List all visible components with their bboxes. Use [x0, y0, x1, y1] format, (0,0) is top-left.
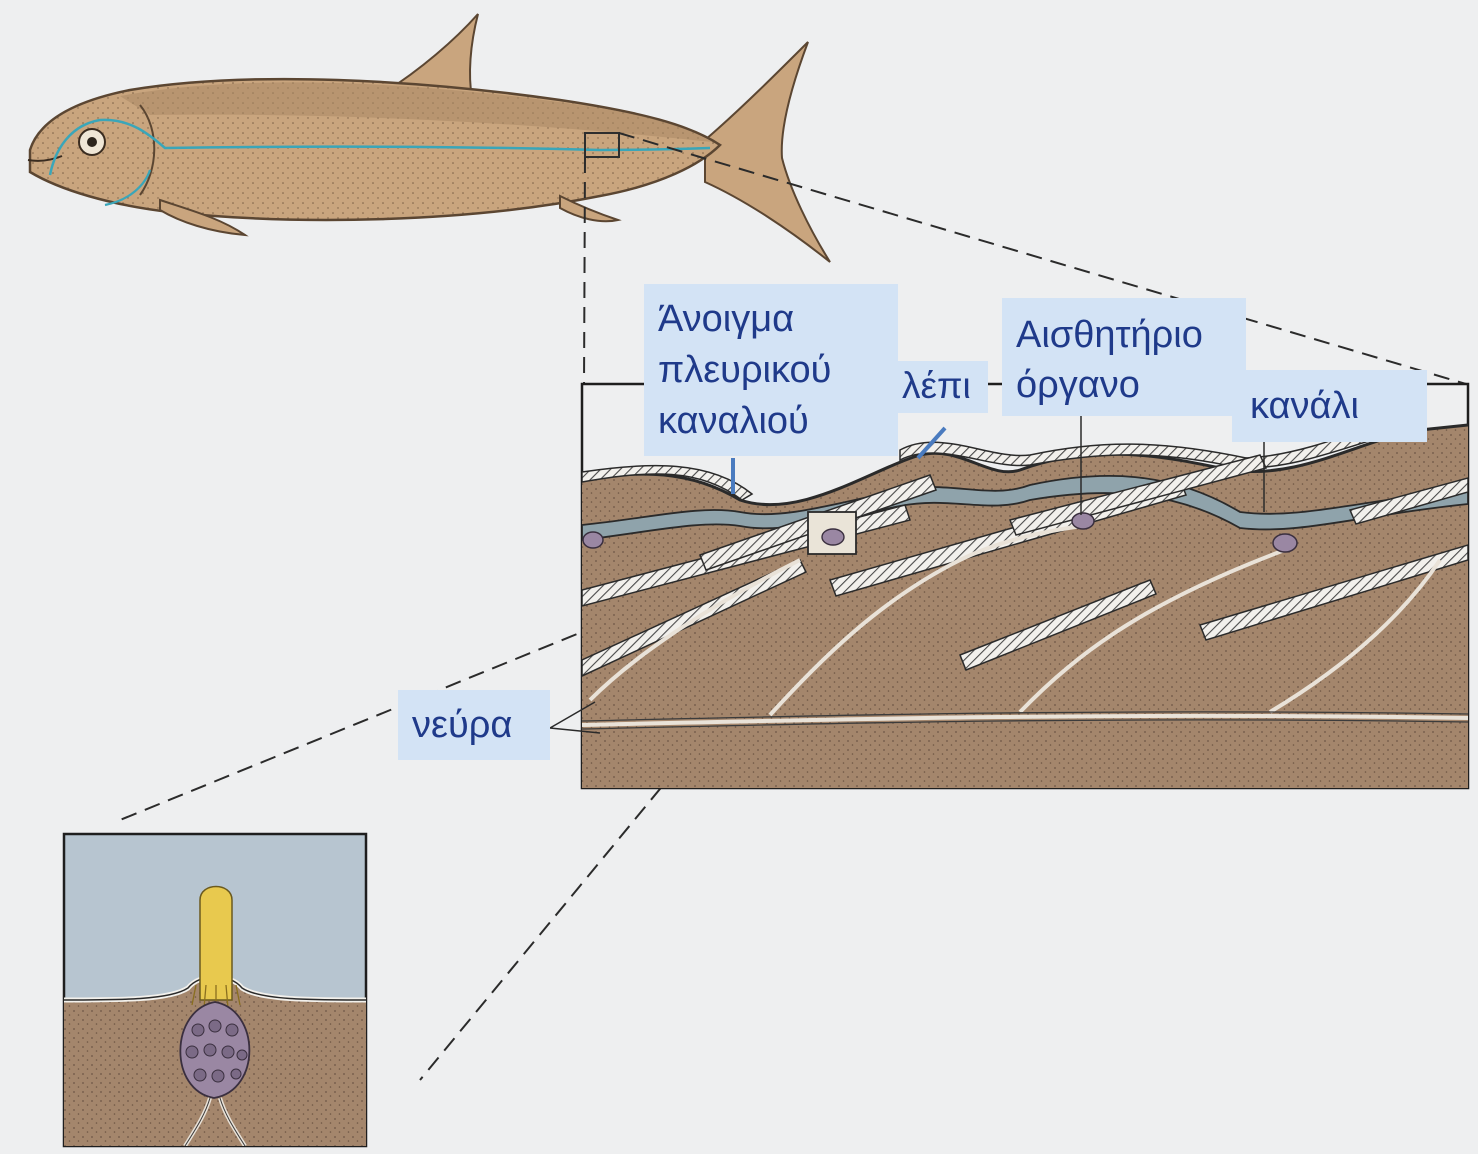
label-nerves: νεύρα [398, 690, 550, 760]
label-scale: λέπι [894, 361, 988, 413]
label-line: νεύρα [412, 694, 536, 756]
label-sense-organ: Αισθητήριο όργανο [1002, 298, 1246, 416]
label-line: λέπι [902, 363, 980, 409]
anal-fin [560, 196, 618, 221]
label-line: κανάλι [1250, 374, 1409, 438]
label-line: Αισθητήριο [1016, 310, 1232, 360]
label-lateral-canal-opening: Άνοιγμα πλευρικού καναλιού [644, 284, 898, 456]
fish-illustration [28, 14, 830, 262]
label-line: πλευρικού [658, 345, 884, 396]
tail-fin [705, 42, 830, 262]
label-line: καναλιού [658, 396, 884, 447]
label-canal: κανάλι [1232, 370, 1427, 442]
cupula [200, 887, 232, 1001]
label-line: Άνοιγμα [658, 294, 884, 345]
neuromast-inset [64, 834, 366, 1146]
label-line: όργανο [1016, 360, 1232, 410]
